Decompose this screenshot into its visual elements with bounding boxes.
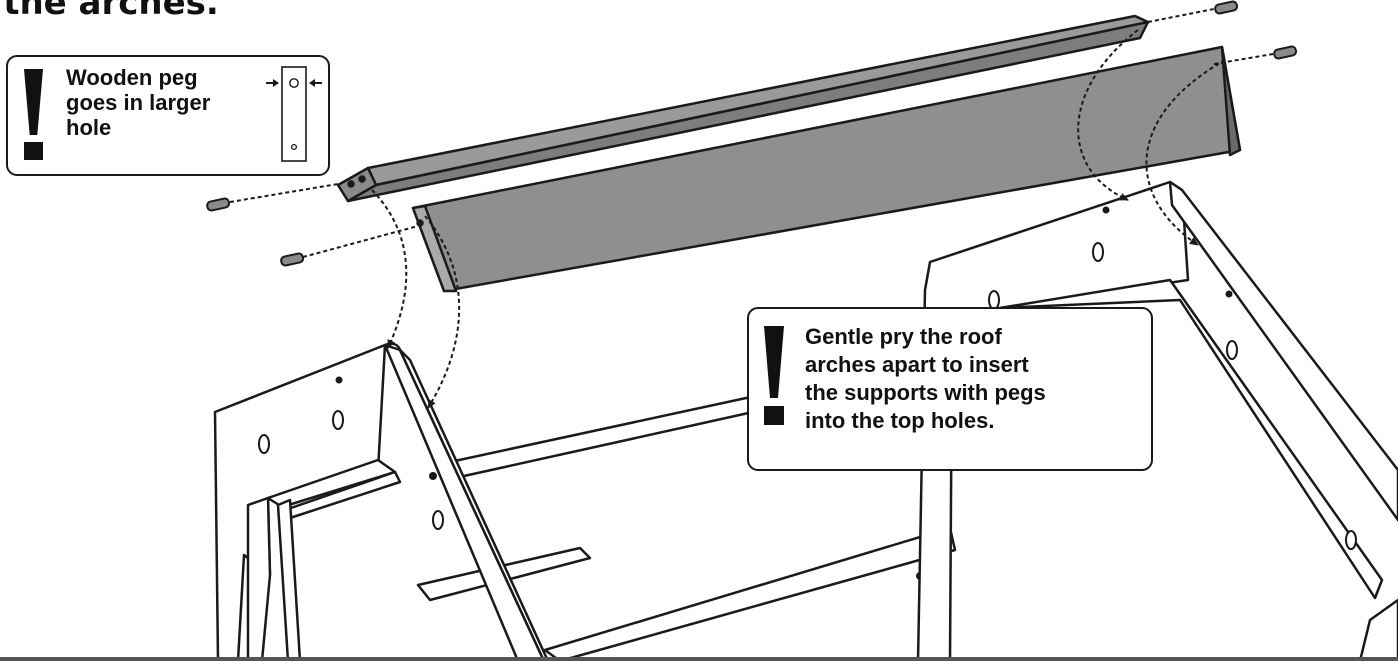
note-line: arches apart to insert [805, 352, 1029, 377]
instruction-heading: o the arches. [0, 0, 219, 23]
page-bottom-rule [0, 657, 1398, 661]
pry-arches-note: Gentle pry the roof arches apart to inse… [747, 307, 1153, 471]
exclamation-icon [24, 69, 43, 160]
peg-hole-note: Wooden peg goes in larger hole [6, 55, 330, 176]
pry-arches-note-text: Gentle pry the roof arches apart to inse… [805, 323, 1145, 435]
note-line: Wooden peg [66, 65, 198, 90]
note-line: the supports with pegs [805, 380, 1046, 405]
note-line: goes in larger [66, 90, 210, 115]
note-line: into the top holes. [805, 408, 994, 433]
arrow-right-icon [266, 79, 279, 87]
peg-hole-note-text: Wooden peg goes in larger hole [66, 65, 256, 140]
peg-hole-diagram [263, 63, 325, 165]
exclamation-icon [764, 326, 784, 425]
arrow-left-icon [309, 79, 322, 87]
note-line: Gentle pry the roof [805, 324, 1002, 349]
note-line: hole [66, 115, 111, 140]
